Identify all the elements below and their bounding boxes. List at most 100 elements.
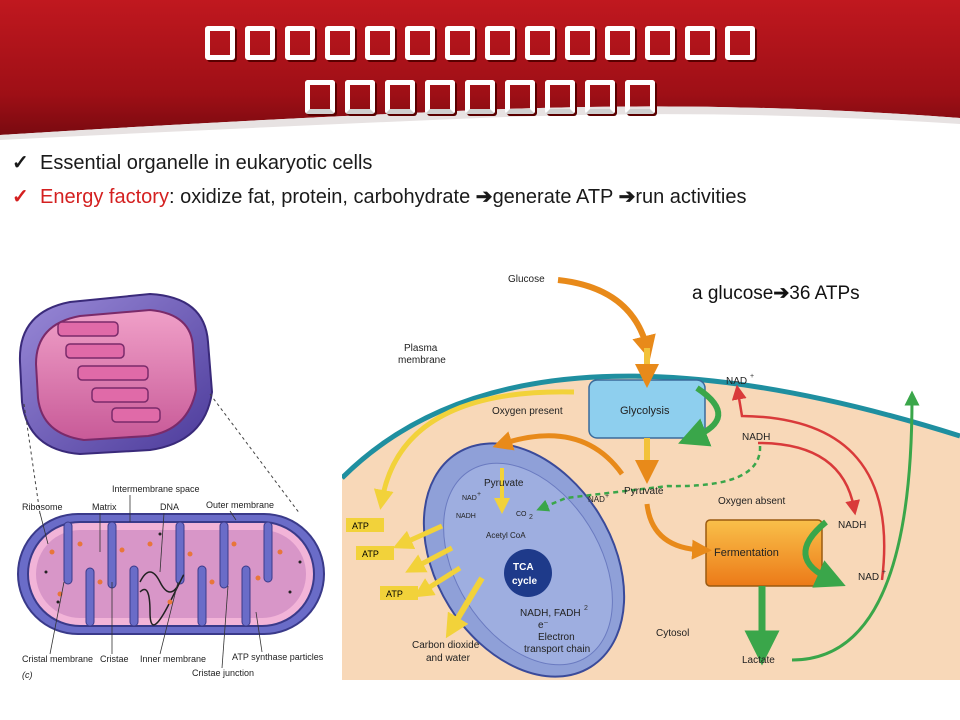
label-pyruvate-out: Pyruvate	[624, 486, 664, 497]
title-glyph	[205, 26, 235, 60]
tca-cycle-node	[504, 549, 552, 597]
label-nad-top: NAD	[726, 376, 747, 387]
title-glyph	[545, 80, 575, 114]
title-glyphs	[200, 26, 760, 60]
label-ribosome: Ribosome	[22, 502, 63, 512]
page-title-line-1	[0, 26, 960, 60]
title-glyph	[325, 26, 355, 60]
arrow-right-icon: ➔	[618, 186, 636, 208]
label-co2-water-2: and water	[426, 653, 471, 664]
label-panel: (c)	[22, 670, 33, 680]
bullet-text: : oxidize fat, protein, carbohydrate	[168, 186, 476, 208]
svg-text:+: +	[882, 569, 886, 576]
label-tca-1: TCA	[513, 562, 534, 573]
mitochondrion-3d-model	[18, 292, 214, 456]
label-cristae-junction: Cristae junction	[192, 668, 254, 678]
mitochondrion-structure-diagram: Intermembrane space Ribosome Matrix DNA …	[0, 282, 342, 690]
mitochondrion-inner	[422, 442, 626, 678]
mitochondrion-cross-section	[17, 513, 325, 635]
label-acetyl-coa: Acetyl CoA	[486, 531, 526, 540]
page-title-line-2	[0, 80, 960, 114]
title-glyph	[405, 26, 435, 60]
label-nadh-fadh: NADH, FADH	[520, 608, 581, 619]
title-glyph	[505, 80, 535, 114]
title-glyph	[345, 80, 375, 114]
title-glyph	[285, 26, 315, 60]
label-atp-1: ATP	[352, 521, 369, 531]
title-glyph	[685, 26, 715, 60]
svg-text:2: 2	[584, 605, 588, 612]
title-glyph	[445, 26, 475, 60]
label-cristal-membrane: Cristal membrane	[22, 654, 93, 664]
atp-tags: ATP ATP ATP	[346, 518, 418, 600]
label-fermentation: Fermentation	[714, 547, 779, 559]
energy-factory-highlight: Energy factory	[40, 186, 169, 208]
arrow-right-icon: ➔	[475, 186, 493, 208]
label-atp-3: ATP	[386, 589, 403, 599]
plasma-membrane	[342, 373, 960, 480]
label-intermembrane-space: Intermembrane space	[112, 484, 200, 494]
caption-atp-count: 36 ATPs	[789, 283, 860, 304]
bullet-text: Essential organelle in eukaryotic cells	[40, 152, 373, 174]
title-glyph	[725, 26, 755, 60]
svg-text:–: –	[544, 619, 548, 626]
bullet-essential-organelle: ✓ Essential organelle in eukaryotic cells	[12, 150, 372, 175]
check-icon: ✓	[12, 186, 29, 208]
cellular-respiration-diagram: Glucose Plasma membrane Oxygen present G…	[342, 268, 960, 680]
title-glyph	[365, 26, 395, 60]
label-tca-2: cycle	[512, 576, 537, 587]
svg-text:+: +	[477, 491, 481, 498]
title-glyph	[525, 26, 555, 60]
label-etc-2: transport chain	[524, 644, 590, 655]
label-lactate: Lactate	[742, 655, 775, 666]
bullet-step-activities: run activities	[635, 186, 747, 208]
label-outer-membrane: Outer membrane	[206, 500, 274, 510]
label-oxygen-absent: Oxygen absent	[718, 496, 785, 507]
label-glucose: Glucose	[508, 274, 545, 285]
label-atp-synthase: ATP synthase particles	[232, 652, 324, 662]
title-glyph	[585, 80, 615, 114]
caption-glucose: a glucose	[692, 283, 774, 304]
title-glyph	[485, 26, 515, 60]
title-glyphs	[300, 80, 660, 114]
title-glyph	[565, 26, 595, 60]
title-glyph	[245, 26, 275, 60]
label-cytosol: Cytosol	[656, 628, 689, 639]
label-co2: CO	[516, 511, 527, 518]
label-nad-right: NAD	[858, 572, 879, 583]
title-glyph	[305, 80, 335, 114]
label-etc-1: Electron	[538, 632, 575, 643]
label-nadh-right: NADH	[838, 520, 866, 531]
label-inner-membrane: Inner membrane	[140, 654, 206, 664]
title-glyph	[385, 80, 415, 114]
label-matrix: Matrix	[92, 502, 117, 512]
label-atp-2: ATP	[362, 549, 379, 559]
svg-text:2: 2	[529, 514, 533, 521]
bullet-energy-factory: ✓ Energy factory: oxidize fat, protein, c…	[12, 184, 747, 209]
label-co2-water-1: Carbon dioxide	[412, 640, 480, 651]
label-glycolysis: Glycolysis	[620, 405, 670, 417]
title-glyph	[625, 80, 655, 114]
title-glyph	[605, 26, 635, 60]
label-nadh-small: NADH	[456, 513, 476, 520]
label-nadh-top: NADH	[742, 432, 770, 443]
title-glyph	[425, 80, 455, 114]
glucose-atp-caption: a glucose➔36 ATPs	[692, 282, 860, 305]
label-cristae: Cristae	[100, 654, 129, 664]
label-oxygen-present: Oxygen present	[492, 406, 563, 417]
check-icon: ✓	[12, 152, 29, 174]
header-band	[0, 0, 960, 140]
label-nad-small-2: NAD	[588, 495, 605, 504]
svg-text:+: +	[605, 493, 609, 500]
title-glyph	[645, 26, 675, 60]
label-dna: DNA	[160, 502, 179, 512]
label-nad-small-1: NAD	[462, 495, 477, 502]
bullet-step-atp: generate ATP	[492, 186, 619, 208]
title-glyph	[465, 80, 495, 114]
svg-text:+: +	[750, 373, 754, 380]
label-electron: e	[538, 620, 544, 631]
label-plasma-membrane-1: Plasma	[404, 343, 438, 354]
label-plasma-membrane-2: membrane	[398, 355, 446, 366]
label-pyruvate-in: Pyruvate	[484, 478, 524, 489]
arrow-right-icon: ➔	[773, 283, 790, 304]
